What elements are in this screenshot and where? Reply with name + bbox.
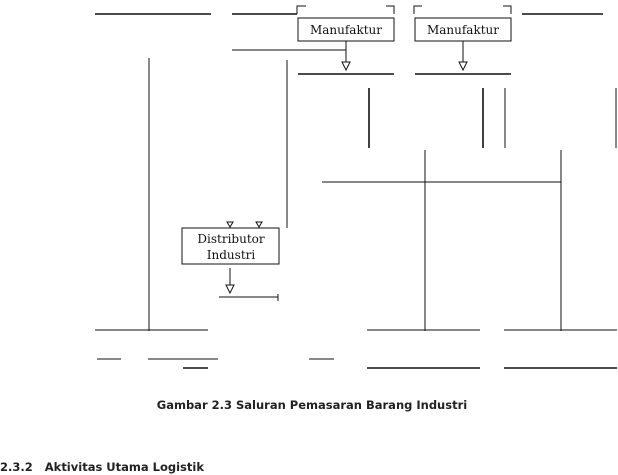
manufaktur-left-label: Manufaktur	[310, 23, 382, 37]
arrow-head-right	[458, 61, 468, 72]
manufaktur-right-label: Manufaktur	[427, 23, 499, 37]
section-heading: 2.3.2 Aktivitas Utama Logistik	[0, 460, 204, 474]
small-arrow-2	[255, 221, 263, 228]
distributor-arrow-head	[225, 284, 235, 295]
distributor-box	[181, 227, 280, 265]
distributor-label-line2: Industri	[207, 248, 256, 262]
marketing-channel-diagram: Manufaktur Manufaktur Distributor Indust…	[95, 5, 617, 369]
bracket-right	[503, 5, 512, 14]
bracket-mid-right	[413, 5, 422, 14]
small-arrow-1	[226, 221, 234, 228]
distributor-label-line1: Distributor	[197, 232, 264, 246]
section-title: Aktivitas Utama Logistik	[44, 460, 204, 474]
figure-caption: Gambar 2.3 Saluran Pemasaran Barang Indu…	[156, 398, 468, 412]
bracket-left	[296, 5, 306, 14]
arrow-head-left	[341, 61, 351, 72]
bracket-mid-left	[386, 5, 395, 14]
section-number: 2.3.2	[0, 460, 33, 474]
